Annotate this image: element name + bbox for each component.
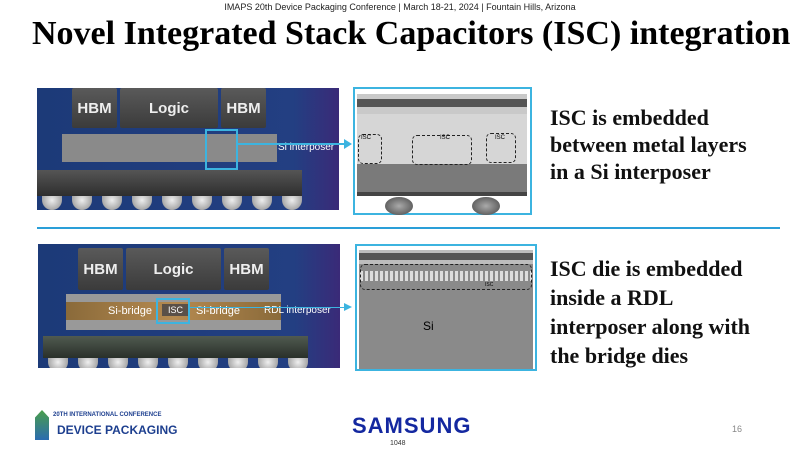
- substrate: [37, 170, 302, 196]
- si-bridge-left: Si-bridge: [108, 305, 153, 317]
- samsung-logo: SAMSUNG: [352, 413, 472, 438]
- hbm-chip: HBM: [78, 248, 123, 290]
- si-interposer-package-image: HBM Logic HBM Si interposer: [37, 88, 339, 210]
- bottom-bullet: ISC die is embedded inside a RDL interpo…: [550, 256, 751, 368]
- slide-title: Novel Integrated Stack Capacitors (ISC) …: [32, 15, 791, 52]
- hbm-chip: HBM: [72, 88, 117, 128]
- isc-label: ISC: [440, 135, 451, 141]
- rdl-interposer-label: RDL interposer: [264, 305, 331, 316]
- isc-die: ISC: [162, 304, 190, 316]
- isc-label: ISC: [495, 135, 506, 141]
- callout-arrow: [190, 307, 346, 308]
- callout-arrow: [238, 143, 348, 145]
- top-bullet: ISC is embedded between metal layers in …: [550, 105, 747, 184]
- rdl-interposer-package-image: HBM Logic HBM Si-bridge ISC Si-bridge RD…: [38, 244, 340, 368]
- si-label: Si: [423, 319, 434, 333]
- highlight-box: [205, 129, 238, 170]
- conference-logo: 20TH INTERNATIONAL CONFERENCE DEVICE PAC…: [35, 410, 177, 444]
- logic-chip: Logic: [126, 248, 221, 290]
- isc-label: ISC: [361, 135, 372, 141]
- si-interposer-label: Si interposer: [278, 142, 335, 153]
- isc-cross-section-bottom: ISC Si: [355, 244, 537, 371]
- section-divider: [37, 227, 780, 229]
- isc-cross-section-top: ISC ISC ISC: [353, 87, 532, 215]
- conference-header: IMAPS 20th Device Packaging Conference |…: [224, 2, 576, 12]
- isc-label: ISC: [485, 282, 494, 288]
- hbm-chip: HBM: [224, 248, 269, 290]
- logic-chip: Logic: [120, 88, 218, 128]
- highlight-box: [156, 298, 190, 324]
- slide-id: 1048: [390, 440, 406, 447]
- si-bridge-right: Si-bridge: [196, 305, 241, 317]
- hbm-chip: HBM: [221, 88, 266, 128]
- si-interposer: [62, 134, 277, 162]
- page-number: 16: [732, 424, 743, 434]
- substrate: [43, 336, 308, 358]
